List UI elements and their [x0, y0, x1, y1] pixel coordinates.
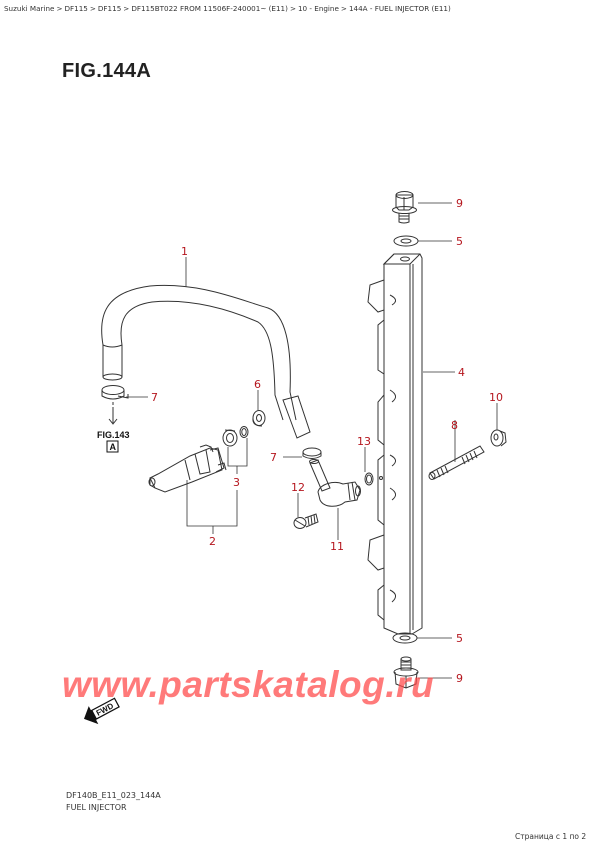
fig-reference-arrow	[108, 407, 118, 425]
o-ring-part[interactable]	[364, 472, 374, 486]
callout-6[interactable]: 6	[254, 378, 261, 391]
breadcrumb-separator: >	[123, 4, 130, 13]
stud-bolt-part[interactable]	[428, 445, 485, 480]
diagram-name: FUEL INJECTOR	[66, 803, 127, 812]
fuel-delivery-pipe-part[interactable]	[367, 253, 423, 635]
callout-5-bottom[interactable]: 5	[456, 632, 463, 645]
plug-bolt-top-part[interactable]	[392, 191, 417, 224]
pagination: Страница с 1 по 2	[515, 832, 587, 841]
fig-reference-label[interactable]: FIG.143	[97, 430, 130, 440]
callout-3[interactable]: 3	[233, 476, 240, 489]
breadcrumb-separator: >	[289, 4, 296, 13]
callout-7-center[interactable]: 7	[270, 451, 277, 464]
injector-seals-part[interactable]	[222, 426, 249, 447]
callout-5-top[interactable]: 5	[456, 235, 463, 248]
callout-11[interactable]: 11	[330, 540, 344, 553]
hose-clip-left-part[interactable]	[101, 385, 129, 406]
watermark: www.partskatalog.ru	[62, 664, 435, 705]
breadcrumb-link-suzuki-marine[interactable]: Suzuki Marine	[4, 4, 55, 13]
nut-part[interactable]	[490, 429, 507, 447]
breadcrumb-link-df115-sub[interactable]: DF115	[97, 4, 122, 13]
fig-reference-box	[106, 440, 119, 453]
breadcrumb-current: 144A - FUEL INJECTOR (E11)	[348, 4, 451, 13]
fuel-hose-part[interactable]	[101, 284, 311, 439]
breadcrumb-link-df115[interactable]: DF115	[64, 4, 88, 13]
breadcrumb-separator: >	[89, 4, 96, 13]
callout-2[interactable]: 2	[209, 535, 216, 548]
callout-1[interactable]: 1	[181, 245, 188, 258]
callout-4[interactable]: 4	[458, 366, 465, 379]
hose-clip-center-part[interactable]	[302, 447, 322, 459]
fig-reference-box-label: A	[110, 442, 117, 452]
callout-8[interactable]: 8	[451, 419, 458, 432]
leader-lines	[126, 202, 498, 679]
fuel-injector-part[interactable]	[148, 444, 227, 493]
callout-10[interactable]: 10	[489, 391, 503, 404]
callout-7-left[interactable]: 7	[151, 391, 158, 404]
breadcrumb-link-model[interactable]: DF115BT022 FROM 11506F-240001~ (E11)	[131, 4, 288, 13]
diagram-code: DF140B_E11_023_144A	[66, 791, 161, 800]
fuel-inlet-union-part[interactable]	[309, 459, 361, 507]
gasket-top-part[interactable]	[393, 235, 419, 247]
callout-12[interactable]: 12	[291, 481, 305, 494]
breadcrumb-link-engine[interactable]: 10 - Engine	[297, 4, 339, 13]
callout-9-top[interactable]: 9	[456, 197, 463, 210]
callout-9-bottom[interactable]: 9	[456, 672, 463, 685]
callout-13[interactable]: 13	[357, 435, 371, 448]
bolt-part[interactable]	[293, 513, 319, 529]
cushion-part[interactable]	[252, 410, 266, 427]
breadcrumb-separator: >	[56, 4, 63, 13]
plug-bolt-bottom-part[interactable]	[393, 656, 419, 689]
breadcrumb: Suzuki Marine>DF115>DF115>DF115BT022 FRO…	[4, 4, 451, 13]
breadcrumb-separator: >	[340, 4, 347, 13]
figure-title: FIG.144A	[62, 60, 152, 82]
